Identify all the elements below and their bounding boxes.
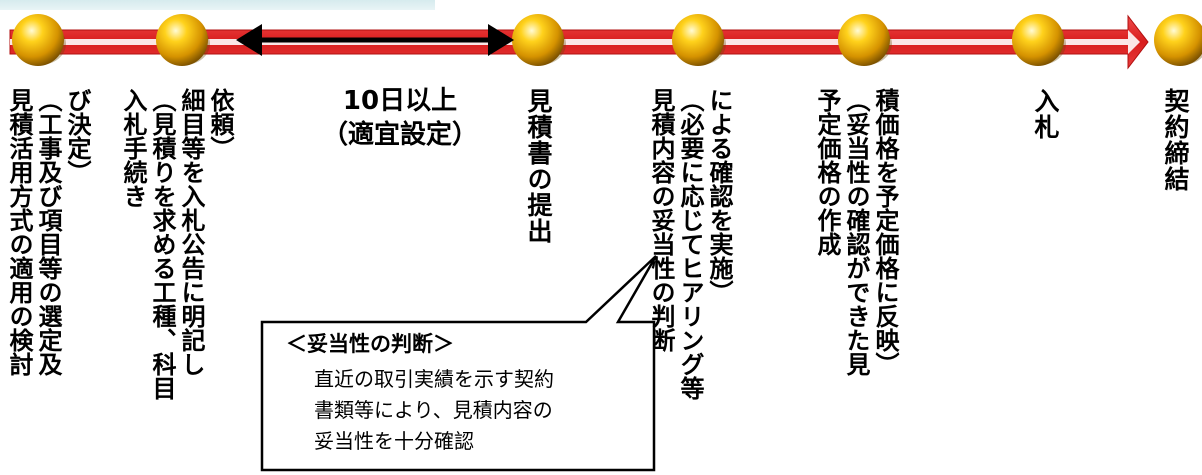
step-line: 見積活用方式の適用の検討 — [5, 88, 33, 376]
timeline-node — [156, 14, 210, 66]
step-line: （妥当性の確認ができた見 — [842, 88, 870, 376]
period-note: （適宜設定） — [321, 120, 478, 150]
timeline-node — [1012, 14, 1066, 66]
period-double-arrow — [236, 24, 514, 56]
step-line: （工事及び項目等の選定及 — [34, 88, 62, 376]
step-line: 入札手続き — [119, 88, 147, 208]
timeline-node — [512, 14, 566, 66]
timeline-node — [1154, 14, 1202, 66]
step-line: 予定価格の作成 — [813, 88, 841, 256]
step-line: （必要に応じてヒアリング等 — [676, 88, 704, 400]
step-line: による確認を実施） — [705, 88, 733, 304]
step-planned-price: 積価格を予定価格に反映） （妥当性の確認ができた見 予定価格の作成 — [812, 88, 899, 376]
step-line: 入札 — [1031, 88, 1060, 140]
step-estimate-submission: 見積書の提出 — [523, 88, 553, 244]
step-line: 見積内容の妥当性の判断 — [647, 88, 675, 352]
step-line: び決定） — [63, 88, 91, 184]
step-line: 見積書の提出 — [524, 88, 553, 244]
step-validity-judgment: による確認を実施） （必要に応じてヒアリング等 見積内容の妥当性の判断 — [646, 88, 733, 400]
step-bidding: 入札 — [1030, 88, 1060, 140]
step-line: 細目等を入札公告に明記し — [177, 88, 205, 376]
step-applicability-review: び決定） （工事及び項目等の選定及 見積活用方式の適用の検討 — [4, 88, 91, 376]
header-tab-decoration — [0, 0, 435, 10]
step-line: 積価格を予定価格に反映） — [871, 88, 899, 376]
timeline-nodes — [12, 14, 1202, 66]
callout-body-line: 直近の取引実績を示す契約 — [314, 367, 554, 391]
timeline-node — [672, 14, 726, 66]
callout-body-line: 書類等により、見積内容の — [314, 398, 553, 422]
step-contract: 契約締結 — [1160, 88, 1190, 192]
timeline-node — [838, 14, 892, 66]
step-bid-procedure: 依頼） 細目等を入札公告に明記し （見積りを求める工種、科目 入札手続き — [118, 88, 234, 400]
callout-content: ＜妥当性の判断＞ 直近の取引実績を示す契約 書類等により、見積内容の 妥当性を十… — [262, 322, 654, 470]
callout-box — [260, 255, 658, 472]
period-label: 10日以上 （適宜設定） — [300, 84, 500, 152]
timeline-node — [12, 14, 66, 66]
step-line: （見積りを求める工種、科目 — [148, 88, 176, 400]
callout-body-line: 妥当性を十分確認 — [314, 429, 474, 453]
callout-title: ＜妥当性の判断＞ — [286, 332, 454, 356]
step-line: 契約締結 — [1161, 88, 1190, 192]
period-days: 10日以上 — [342, 86, 458, 116]
step-line: 依頼） — [206, 88, 234, 160]
callout-body: 直近の取引実績を示す契約 書類等により、見積内容の 妥当性を十分確認 — [314, 364, 644, 457]
timeline-inner-stripe — [10, 30, 1140, 54]
